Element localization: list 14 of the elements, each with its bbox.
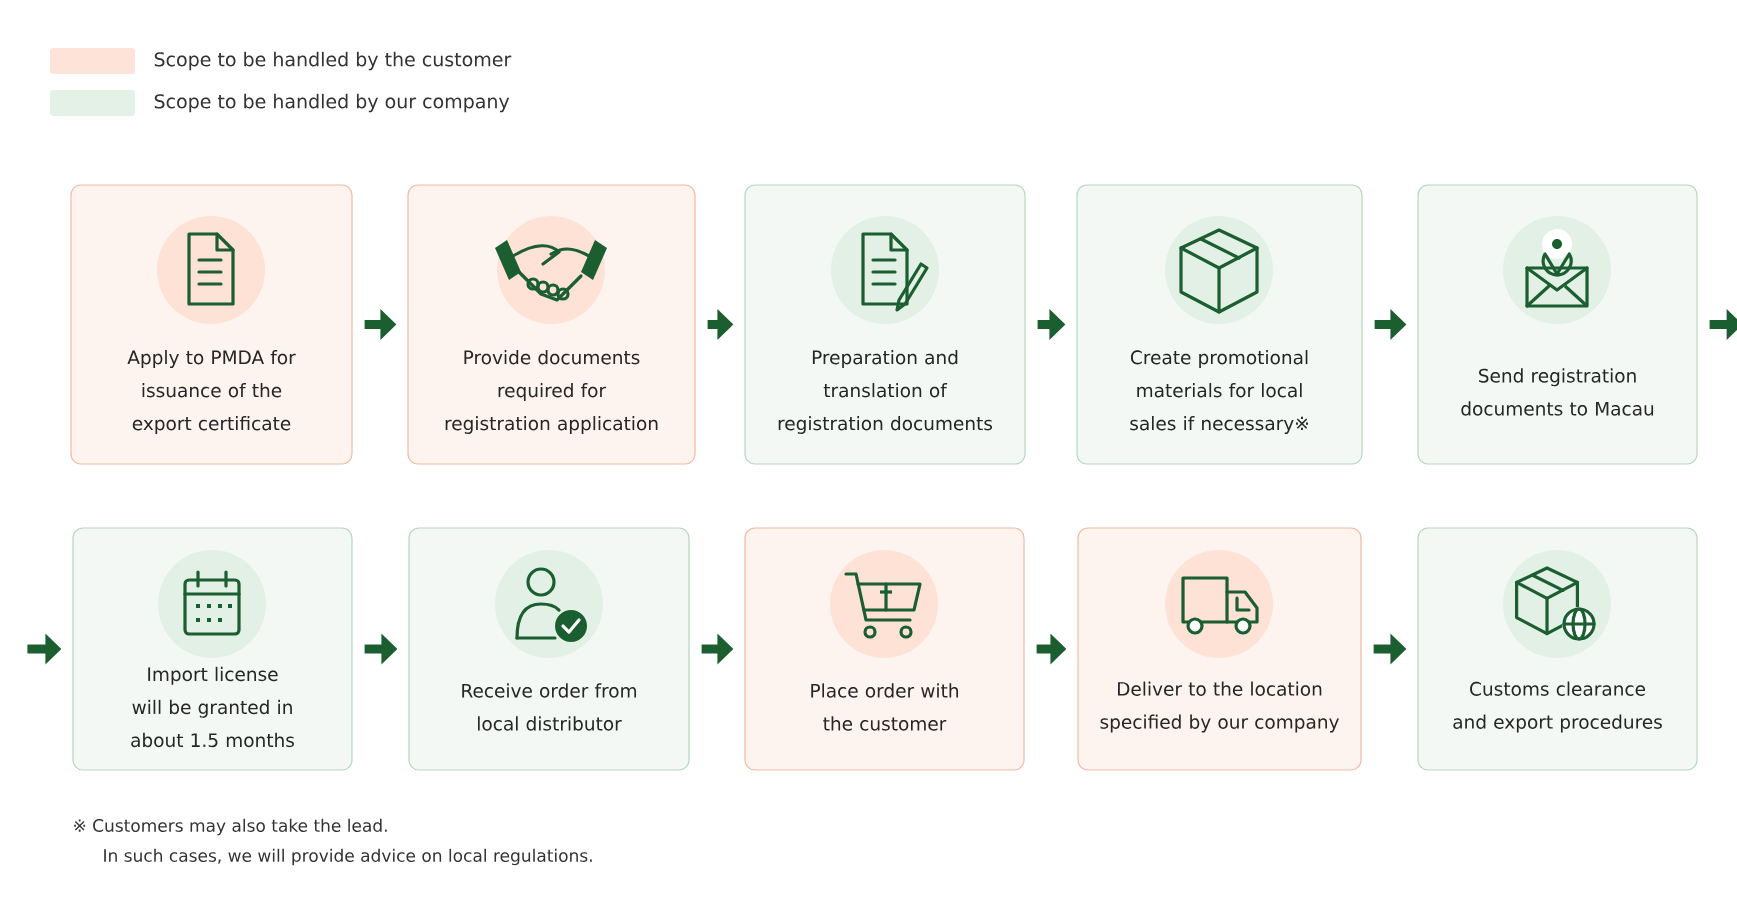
- legend-text: Scope to be handled by the customer: [154, 51, 512, 71]
- step-box: Customs clearance and export procedures: [1417, 527, 1698, 771]
- step-box: Place order with the customer: [744, 527, 1025, 771]
- step-box: Send registration documents to Macau: [1417, 184, 1698, 465]
- step-box: Provide documents required for registration application: [407, 184, 696, 465]
- step-box: Import license will be granted in about 1.5 months: [72, 527, 353, 771]
- footnote: In such cases, we will provide advice on local regulations.: [104, 848, 592, 866]
- legend-text: Scope to be handled by our company: [154, 93, 510, 113]
- step-box: Receive order from local distributor: [408, 527, 690, 771]
- step-box: Deliver to the location specified by our company: [1077, 527, 1362, 771]
- step-box: Create promotional materials for local sales if necessary※: [1076, 184, 1363, 465]
- footnote: ※ Customers may also take the lead.: [74, 818, 387, 836]
- step-box: Apply to PMDA for issuance of the export certificate: [70, 184, 353, 465]
- step-box: Preparation and translation of registration documents: [744, 184, 1026, 465]
